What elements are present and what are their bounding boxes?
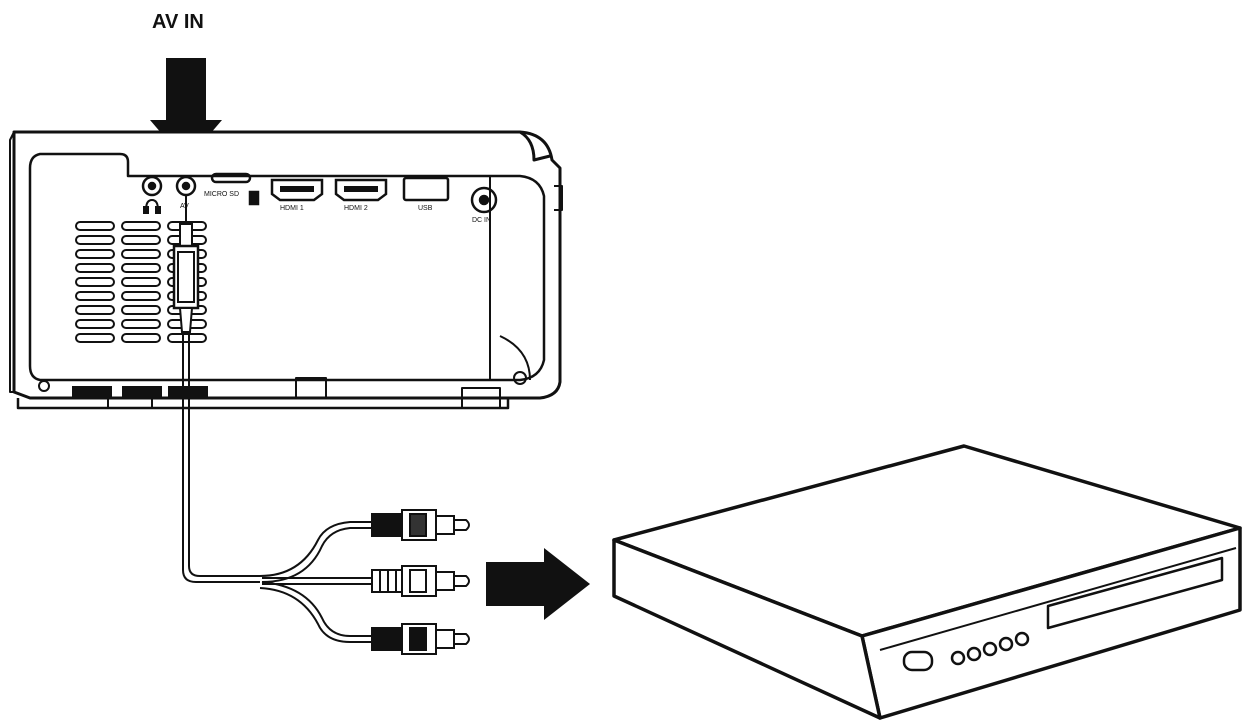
headphone-jack xyxy=(141,175,163,197)
projector xyxy=(9,130,563,410)
projector-ports xyxy=(141,172,498,214)
rca-plugs xyxy=(371,509,470,655)
headphone-icon xyxy=(143,198,161,214)
port-label-dc-in: DC IN xyxy=(472,217,491,224)
port-label-hdmi1: HDMI 1 xyxy=(280,205,304,212)
hdmi2-port xyxy=(334,178,388,202)
port-label-av: AV xyxy=(180,203,189,210)
micro-sd-slot xyxy=(210,172,252,184)
dvd-player xyxy=(612,444,1242,720)
av-jack xyxy=(175,175,197,197)
port-label-micro-sd: MICRO SD xyxy=(204,191,239,198)
usb-port xyxy=(402,176,450,202)
port-label-usb: USB xyxy=(418,205,433,212)
av-cable xyxy=(172,196,372,643)
port-label-hdmi2: HDMI 2 xyxy=(344,205,368,212)
av-in-title: AV IN xyxy=(152,11,204,33)
arrow-right-icon xyxy=(486,548,590,620)
dc-in-port xyxy=(470,186,498,214)
projector-vents xyxy=(75,221,207,343)
hdmi1-port xyxy=(270,178,324,202)
